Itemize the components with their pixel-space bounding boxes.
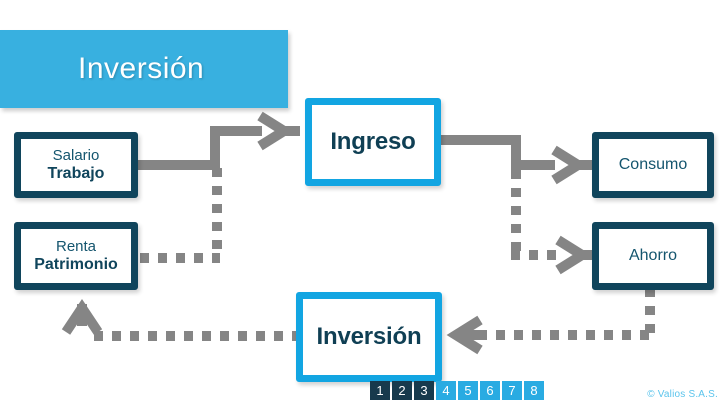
pagination-item-3[interactable]: 3: [414, 381, 434, 400]
edge-ahorro-inversion-vertical: [645, 288, 655, 338]
pagination-item-7[interactable]: 7: [502, 381, 522, 400]
title-banner: Inversión: [0, 30, 288, 108]
arrowhead-into-ingreso: [257, 111, 300, 151]
edge-renta-ingreso-horizontal: [140, 253, 220, 263]
arrowhead-into-renta: [61, 298, 103, 335]
node-salario-line1: Salario: [52, 146, 100, 164]
arrowhead-into-inversion: [446, 315, 483, 355]
node-renta-line2: Patrimonio: [34, 256, 118, 274]
node-renta-line1: Renta: [55, 237, 97, 255]
node-consumo[interactable]: Consumo: [592, 132, 714, 198]
node-salario-trabajo[interactable]: Salario Trabajo: [14, 132, 138, 198]
edge-ingreso-consumo-vertical: [511, 135, 521, 170]
pagination-item-2[interactable]: 2: [392, 381, 412, 400]
node-ahorro-label: Ahorro: [628, 247, 678, 264]
pagination-item-4[interactable]: 4: [436, 381, 456, 400]
pagination-item-8[interactable]: 8: [524, 381, 544, 400]
edge-ahorro-inversion-horizontal: [478, 330, 655, 340]
arrowhead-into-consumo: [551, 145, 594, 185]
node-ingreso[interactable]: Ingreso: [305, 98, 441, 186]
copyright-notice: © Valios S.A.S.: [647, 389, 718, 400]
pagination-item-5[interactable]: 5: [458, 381, 478, 400]
pagination-item-1[interactable]: 1: [370, 381, 390, 400]
edge-renta-ingreso-vertical: [212, 168, 222, 256]
node-renta-patrimonio[interactable]: Renta Patrimonio: [14, 222, 138, 290]
edge-salario-ingreso-vertical: [210, 126, 220, 168]
node-inversion[interactable]: Inversión: [296, 292, 442, 382]
node-ingreso-label: Ingreso: [330, 128, 416, 155]
pagination-item-6[interactable]: 6: [480, 381, 500, 400]
edge-ingreso-consumo-horizontal: [441, 135, 521, 145]
edge-inversion-renta-horizontal: [94, 331, 298, 341]
edge-salario-ingreso-horizontal: [138, 160, 220, 170]
node-inversion-label: Inversión: [316, 323, 422, 350]
page-title: Inversión: [78, 52, 205, 85]
edge-ingreso-ahorro-vertical: [511, 170, 521, 260]
edge-ingreso-ahorro-horizontal: [511, 250, 559, 260]
node-consumo-label: Consumo: [618, 156, 688, 173]
node-ahorro[interactable]: Ahorro: [592, 222, 714, 290]
edge-salario-ingreso-approach: [210, 126, 262, 136]
edge-ingreso-consumo-approach: [511, 160, 555, 170]
node-salario-line2: Trabajo: [47, 165, 105, 183]
arrowhead-into-ahorro: [555, 235, 594, 275]
